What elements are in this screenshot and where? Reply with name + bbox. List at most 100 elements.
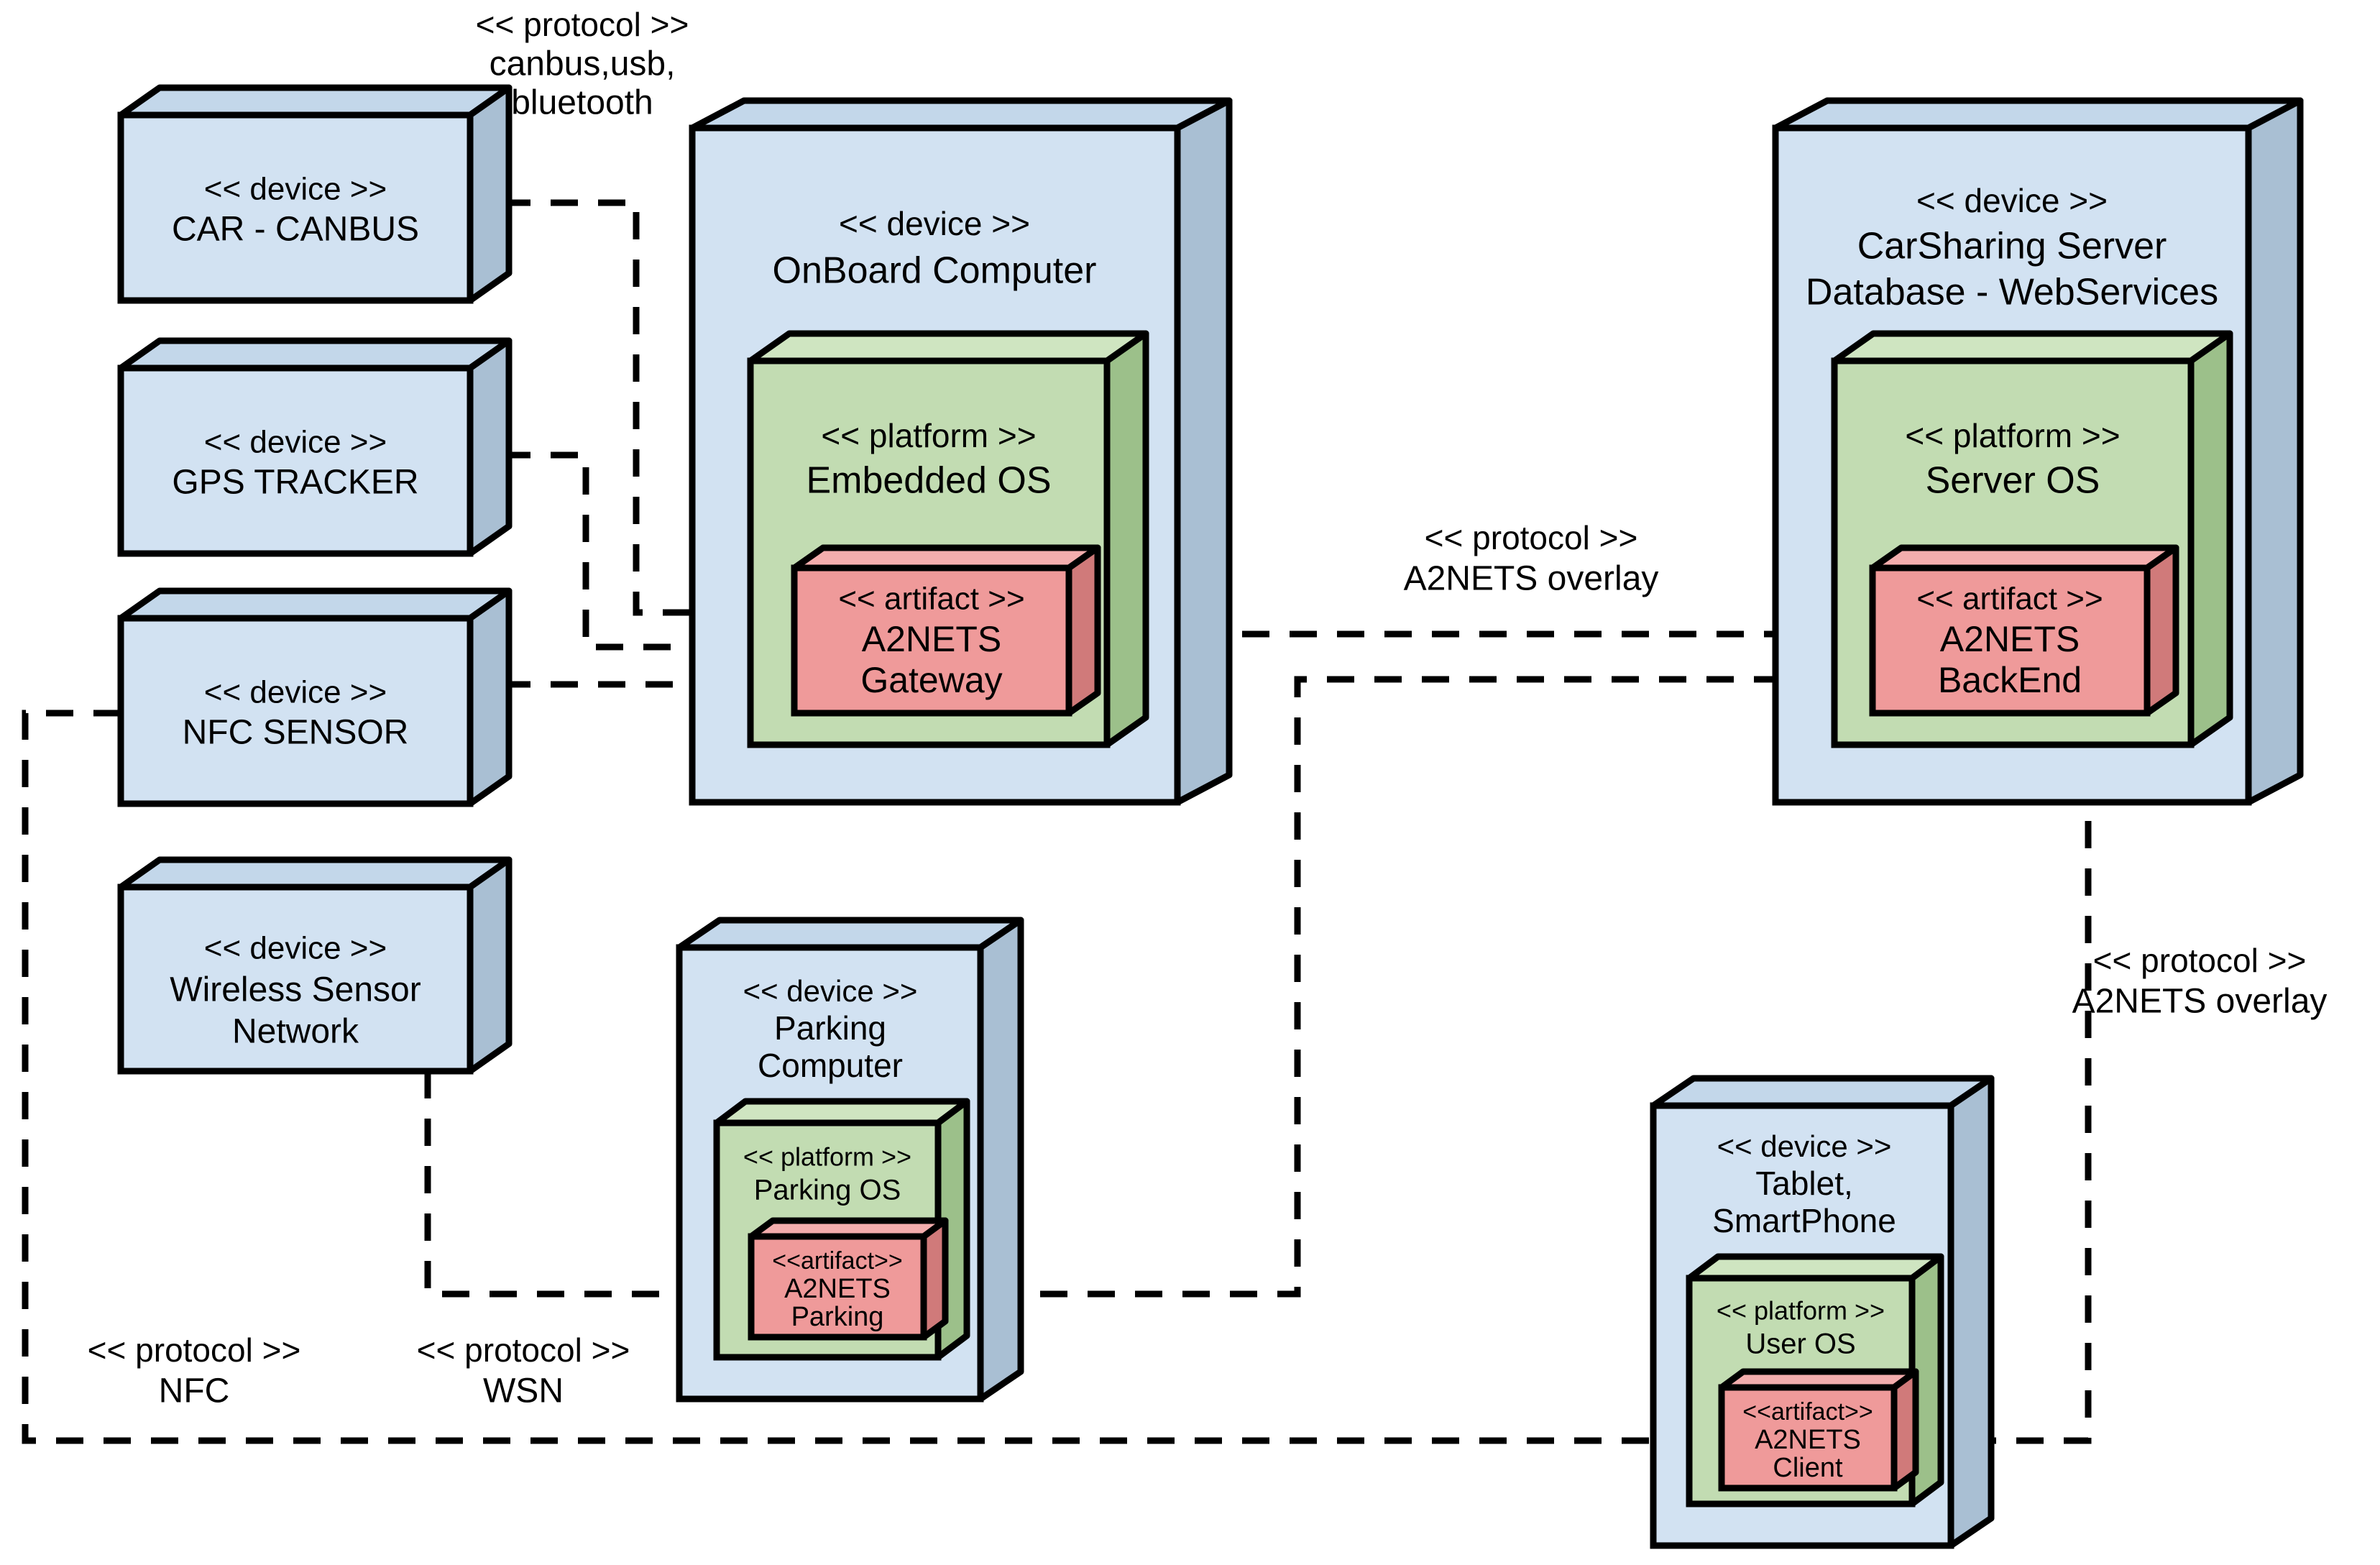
artifact-a2nets-gateway[interactable]: << artifact >> A2NETS Gateway [791, 544, 1101, 717]
box-side-face [467, 84, 513, 304]
device-name-line-1: Wireless Sensor [170, 971, 421, 1009]
platform-stereotype: << platform >> [1717, 1296, 1885, 1326]
device-nfc-sensor[interactable]: << device >> NFC SENSOR [117, 587, 513, 807]
box-front-face [791, 564, 1072, 717]
edge-label-wsn: << protocol >> WSN [417, 1331, 630, 1410]
box-top-face [117, 84, 513, 119]
protocol-name-line-1: WSN [483, 1372, 564, 1410]
device-car-canbus[interactable]: << device >> CAR - CANBUS [117, 84, 513, 304]
device-stereotype: << device >> [1717, 1129, 1892, 1163]
device-name-line-1: Tablet, [1755, 1165, 1853, 1202]
artifact-name-line-2: Client [1773, 1453, 1843, 1483]
box-top-face [1831, 330, 2233, 364]
box-side-face [467, 337, 513, 557]
device-name-line-1: OnBoard Computer [773, 250, 1097, 292]
platform-stereotype: << platform >> [743, 1142, 911, 1172]
device-stereotype: << device >> [204, 675, 387, 710]
box-front-face [117, 364, 474, 557]
platform-name-line-1: Embedded OS [806, 460, 1051, 502]
device-name-line-2: SmartPhone [1712, 1202, 1896, 1239]
box-top-face [747, 330, 1149, 364]
artifact-name-line-2: BackEnd [1938, 660, 2082, 700]
box-side-face [1065, 544, 1101, 717]
artifact-stereotype: <<artifact>> [1742, 1398, 1873, 1426]
box-front-face [748, 1233, 927, 1341]
device-name-line-2: Database - WebServices [1806, 272, 2218, 313]
artifact-stereotype: <<artifact>> [772, 1247, 902, 1275]
protocol-name-line-1: canbus,usb, [490, 45, 676, 83]
device-onboard-computer[interactable]: << device >> OnBoard Computer << platfor… [689, 97, 1233, 806]
box-top-face [117, 587, 513, 622]
device-gps-tracker[interactable]: << device >> GPS TRACKER [117, 337, 513, 557]
edge-label-canbus: << protocol >> canbus,usb, bluetooth [476, 6, 689, 122]
device-name-line-1: Parking [774, 1009, 886, 1047]
device-stereotype: << device >> [839, 205, 1030, 242]
device-stereotype: << device >> [1916, 182, 2108, 219]
artifact-stereotype: << artifact >> [1916, 582, 2103, 617]
connector-nfc-to-client [22, 710, 1653, 1444]
artifact-name-line-2: Parking [791, 1302, 884, 1332]
device-stereotype: << device >> [204, 172, 387, 207]
platform-embedded-os[interactable]: << platform >> Embedded OS << artifact >… [747, 330, 1149, 748]
device-stereotype: << device >> [743, 974, 918, 1008]
device-wireless-sensor-network[interactable]: << device >> Wireless Sensor Network [117, 856, 513, 1075]
protocol-stereotype: << protocol >> [476, 6, 689, 43]
box-side-face [1174, 97, 1233, 806]
platform-parking-os[interactable]: << platform >> Parking OS <<artifact>> A… [713, 1098, 970, 1361]
device-parking-computer[interactable]: << device >> Parking Computer << platfor… [676, 917, 1024, 1403]
box-front-face [117, 884, 474, 1075]
platform-stereotype: << platform >> [821, 417, 1036, 454]
connector-parking-to-backend [945, 676, 1873, 1298]
box-top-face [117, 856, 513, 891]
platform-name-line-1: User OS [1745, 1328, 1855, 1360]
device-tablet-smartphone[interactable]: << device >> Tablet, SmartPhone << platf… [1650, 1075, 1995, 1549]
box-top-face [689, 97, 1233, 132]
device-name-line-2: Network [232, 1013, 359, 1051]
protocol-name-line-2: bluetooth [511, 84, 653, 122]
protocol-stereotype: << protocol >> [417, 1331, 630, 1369]
connector-wsn-to-parking [424, 1071, 751, 1298]
box-top-face [1772, 97, 2304, 132]
device-name-line-2: Computer [758, 1047, 903, 1084]
protocol-name-line-1: A2NETS overlay [1404, 560, 1659, 598]
artifact-stereotype: << artifact >> [838, 582, 1024, 617]
platform-stereotype: << platform >> [1905, 417, 2120, 454]
artifact-a2nets-parking[interactable]: <<artifact>> A2NETS Parking [748, 1217, 949, 1341]
artifact-name-line-1: A2NETS [862, 619, 1002, 659]
platform-server-os[interactable]: << platform >> Server OS << artifact >> … [1831, 330, 2233, 748]
device-name-line-1: CarSharing Server [1857, 226, 2167, 267]
device-stereotype: << device >> [204, 425, 387, 460]
device-name-line-1: CAR - CANBUS [172, 211, 419, 249]
box-front-face [1869, 564, 2151, 717]
device-carsharing-server[interactable]: << device >> CarSharing Server Database … [1772, 97, 2304, 806]
protocol-stereotype: << protocol >> [1425, 519, 1638, 556]
artifact-name-line-2: Gateway [860, 660, 1002, 700]
box-side-face [1947, 1075, 1995, 1549]
device-stereotype: << device >> [204, 931, 387, 966]
artifact-a2nets-client[interactable]: <<artifact>> A2NETS Client [1718, 1368, 1919, 1492]
box-side-face [2245, 97, 2304, 806]
artifact-name-line-1: A2NETS [1755, 1425, 1861, 1455]
box-front-face [117, 615, 474, 807]
edge-label-nfc: << protocol >> NFC [88, 1331, 301, 1410]
box-side-face [2187, 330, 2233, 748]
artifact-name-line-1: A2NETS [1940, 619, 2080, 659]
artifact-a2nets-backend[interactable]: << artifact >> A2NETS BackEnd [1869, 544, 2179, 717]
box-front-face [1718, 1384, 1898, 1492]
box-top-face [1650, 1075, 1995, 1109]
box-side-face [467, 856, 513, 1075]
box-side-face [467, 587, 513, 807]
box-top-face [676, 917, 1024, 951]
protocol-name-line-1: NFC [159, 1372, 230, 1410]
platform-user-os[interactable]: << platform >> User OS <<artifact>> A2NE… [1686, 1253, 1944, 1507]
box-side-face [2144, 544, 2179, 717]
box-top-face [117, 337, 513, 372]
protocol-stereotype: << protocol >> [88, 1331, 301, 1369]
protocol-name-line-1: A2NETS overlay [2072, 983, 2328, 1021]
protocol-stereotype: << protocol >> [2093, 942, 2307, 979]
device-name-line-1: NFC SENSOR [183, 714, 409, 752]
box-side-face [977, 917, 1024, 1403]
edge-label-overlay-center: << protocol >> A2NETS overlay [1404, 519, 1659, 598]
